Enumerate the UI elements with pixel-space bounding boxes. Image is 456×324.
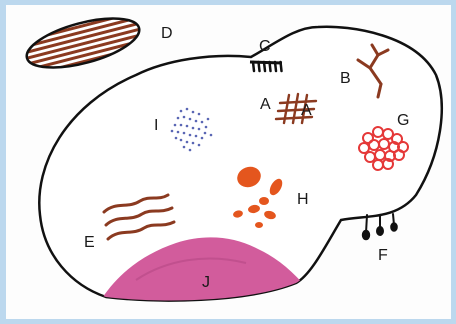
label-g: G: [397, 112, 409, 129]
label-e: E: [84, 234, 95, 251]
label-a-overlay: A: [301, 102, 312, 119]
label-b: B: [340, 70, 351, 87]
diagram-canvas: D C B A A G I H E F J: [6, 5, 451, 319]
label-d: D: [161, 25, 173, 42]
label-c: C: [259, 38, 271, 55]
label-j: J: [202, 274, 210, 291]
label-h: H: [297, 191, 309, 208]
label-f: F: [378, 247, 388, 264]
label-i: I: [154, 117, 158, 134]
label-a: A: [260, 96, 271, 113]
striped-ellipse-lesion: [16, 5, 156, 79]
